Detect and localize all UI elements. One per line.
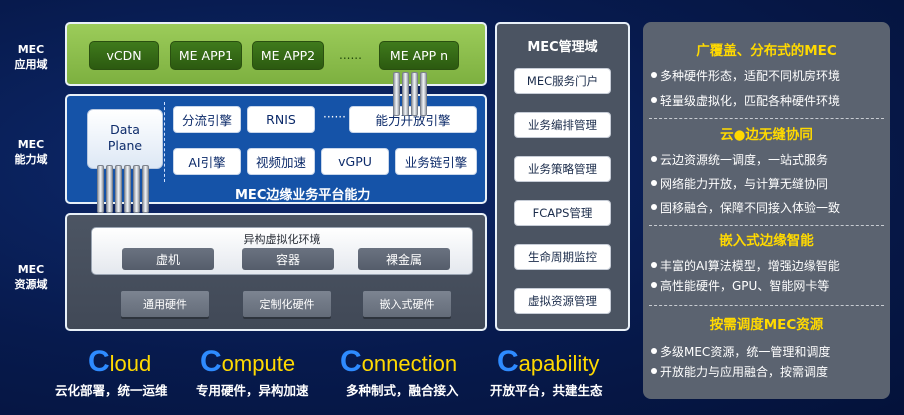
engine-service-chain: 业务链引擎: [395, 148, 477, 175]
feature-point: 固移融合，保障不同接入体验一致: [651, 199, 840, 216]
app-vcdn: vCDN: [89, 41, 159, 70]
virtualization-environment: 异构虚拟化环境 虚机 容器 裸金属: [91, 227, 473, 275]
app-ellipsis: ......: [339, 48, 362, 62]
mgmt-fcaps: FCAPS管理: [514, 200, 611, 226]
connector-app-to-capability: [393, 72, 427, 116]
virt-container: 容器: [242, 248, 334, 270]
features-panel: 广覆盖、分布式的MEC 多种硬件形态，适配不同机房环境 轻量级虚拟化，匹配各种硬…: [643, 22, 890, 399]
feature-heading-cloud-edge: 云●边无缝协同: [720, 127, 813, 143]
feature-point: 开放能力与应用融合，按需调度: [651, 363, 828, 380]
engine-video-accel: 视频加速: [247, 148, 315, 175]
four-c-capability: Capability: [497, 345, 600, 378]
mgmt-service-portal: MEC服务门户: [514, 68, 611, 94]
feature-point: 云边资源统一调度，一站式服务: [651, 151, 828, 168]
virt-bare-metal: 裸金属: [358, 248, 450, 270]
engine-traffic-offload: 分流引擎: [173, 106, 241, 133]
feature-divider: [649, 118, 884, 119]
capability-divider: [164, 102, 165, 182]
feature-point: 丰富的AI算法模型，增强边缘智能: [651, 257, 840, 274]
feature-heading-edge-ai: 嵌入式边缘智能: [719, 233, 814, 249]
hardware-embedded: 嵌入式硬件: [363, 291, 451, 317]
app-me-appn: ME APP n: [379, 41, 459, 70]
mgmt-orchestration: 业务编排管理: [514, 112, 611, 138]
capability-layer-title: MEC边缘业务平台能力: [235, 188, 371, 203]
engine-ai: AI引擎: [173, 148, 241, 175]
feature-point: 多种硬件形态，适配不同机房环境: [651, 67, 840, 84]
feature-divider: [649, 305, 884, 306]
four-c-compute-sub: 专用硬件，异构加速: [196, 383, 309, 398]
app-me-app2: ME APP2: [252, 41, 324, 70]
mgmt-lifecycle: 生命周期监控: [514, 244, 611, 270]
four-c-compute: Compute: [200, 345, 296, 378]
mgmt-policy: 业务策略管理: [514, 156, 611, 182]
management-title: MEC管理域: [527, 40, 598, 55]
resource-domain-layer: 异构虚拟化环境 虚机 容器 裸金属 通用硬件 定制化硬件 嵌入式硬件: [65, 213, 487, 331]
hardware-custom: 定制化硬件: [243, 291, 331, 317]
four-c-cloud: Cloud: [88, 345, 152, 378]
feature-point: 高性能硬件，GPU、智能网卡等: [651, 277, 829, 294]
feature-heading-on-demand: 按需调度MEC资源: [709, 317, 824, 333]
mgmt-virtual-resource: 虚拟资源管理: [514, 288, 611, 314]
virtualization-title: 异构虚拟化环境: [243, 233, 321, 246]
feature-point: 轻量级虚拟化，匹配各种硬件环境: [651, 92, 840, 109]
four-c-capability-sub: 开放平台，共建生态: [490, 383, 603, 398]
virt-vm: 虚机: [122, 248, 214, 270]
engine-rnis: RNIS: [247, 106, 315, 133]
four-c-connection: Connection: [340, 345, 458, 378]
engine-vgpu: vGPU: [321, 148, 389, 175]
feature-point: 网络能力开放，与计算无缝协同: [651, 175, 828, 192]
four-c-cloud-sub: 云化部署，统一运维: [55, 383, 168, 398]
feature-divider: [649, 225, 884, 226]
app-domain-layer: vCDN ME APP1 ME APP2 ...... ME APP n: [65, 22, 487, 86]
management-domain: MEC管理域 MEC服务门户 业务编排管理 业务策略管理 FCAPS管理 生命周…: [495, 22, 630, 331]
connector-data-plane: [97, 165, 149, 213]
four-c-connection-sub: 多种制式，融合接入: [346, 383, 459, 398]
feature-point: 多级MEC资源，统一管理和调度: [651, 343, 830, 360]
engine-ellipsis: ······: [323, 110, 346, 124]
feature-heading-coverage: 广覆盖、分布式的MEC: [696, 43, 837, 59]
hardware-general: 通用硬件: [121, 291, 209, 317]
app-me-app1: ME APP1: [170, 41, 242, 70]
